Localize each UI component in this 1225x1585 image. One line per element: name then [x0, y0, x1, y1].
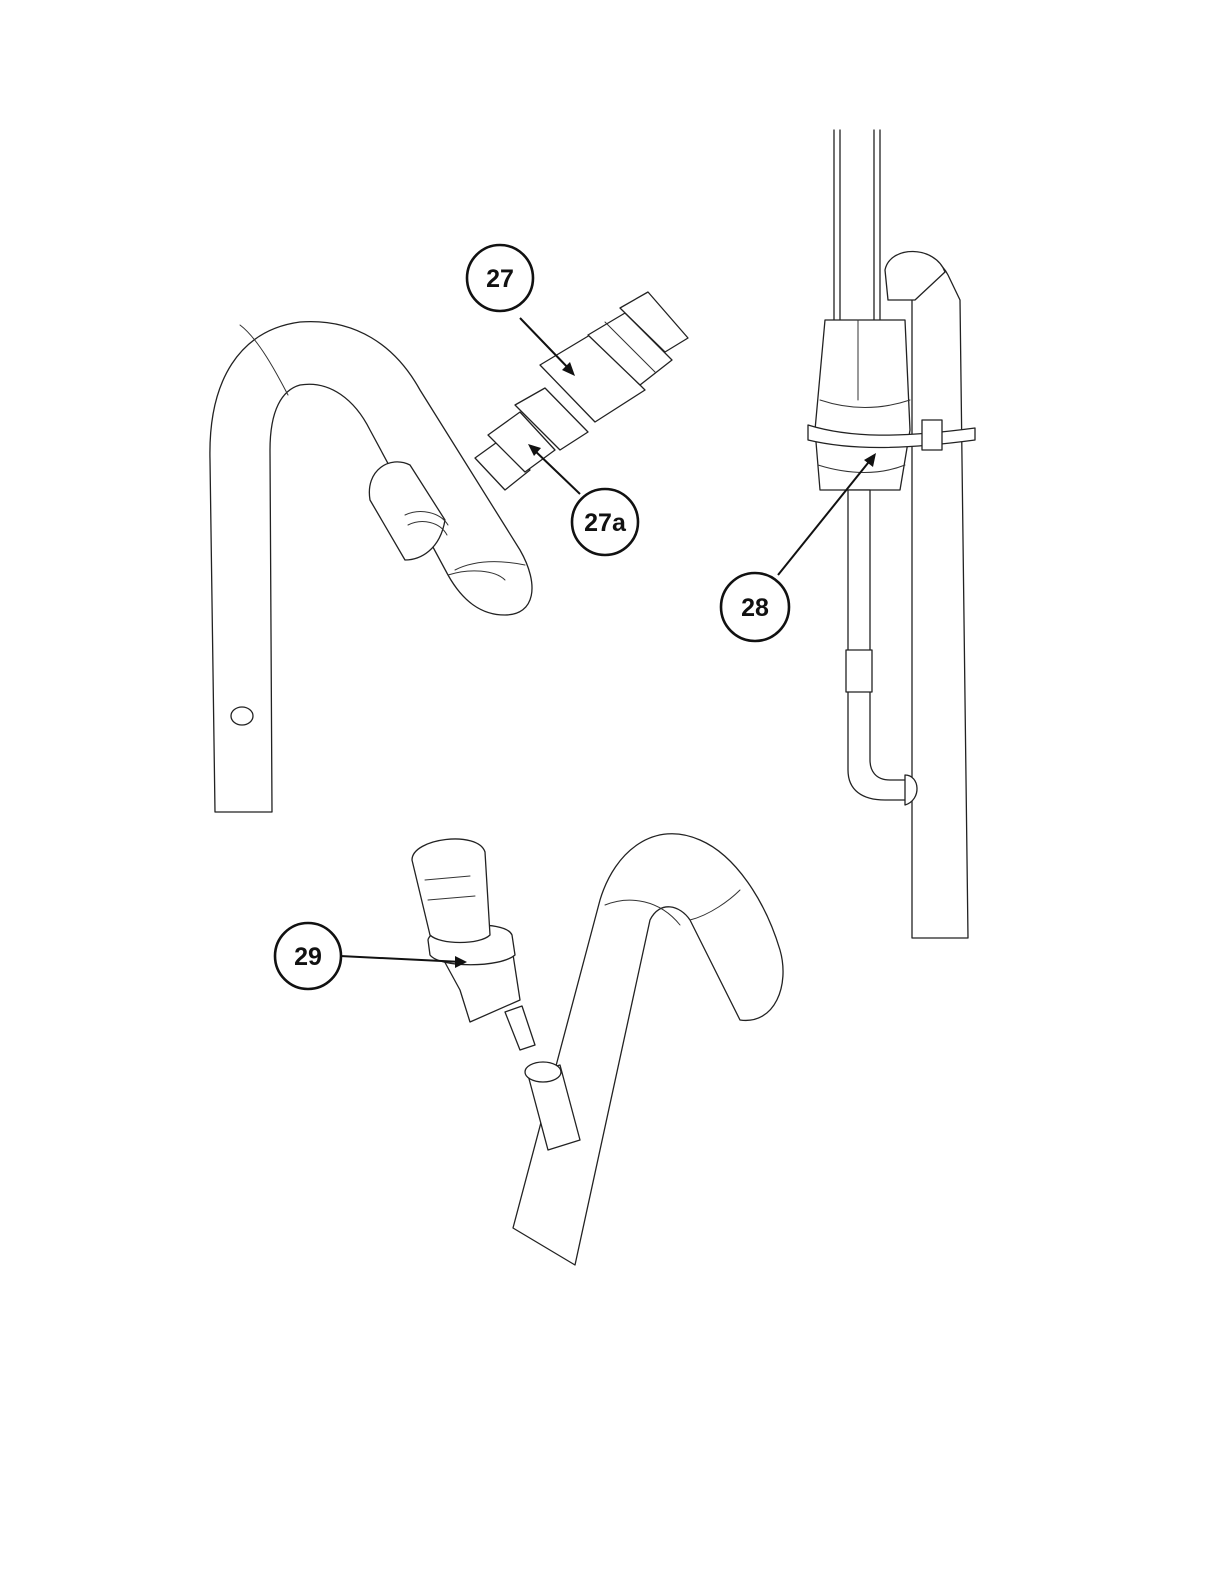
bent-tube-assembly-bottom [412, 834, 783, 1265]
item-27-sensor [475, 292, 688, 490]
callout-28-label: 28 [741, 594, 769, 622]
callout-27a-label: 27a [584, 509, 627, 537]
vertical-tube-assembly-right [808, 130, 975, 938]
vertical-tube-right [912, 262, 968, 938]
valve-core [505, 1006, 535, 1050]
bent-tube-bottom [513, 834, 783, 1265]
bent-tube-assembly-left [210, 322, 532, 812]
callout-27-label: 27 [486, 265, 514, 293]
sensor-housing-28 [815, 320, 910, 490]
lower-capillary [848, 490, 912, 800]
bent-tube-left [210, 322, 532, 812]
callout-29-label: 29 [294, 943, 322, 971]
callout-27a: 27a [528, 444, 638, 555]
